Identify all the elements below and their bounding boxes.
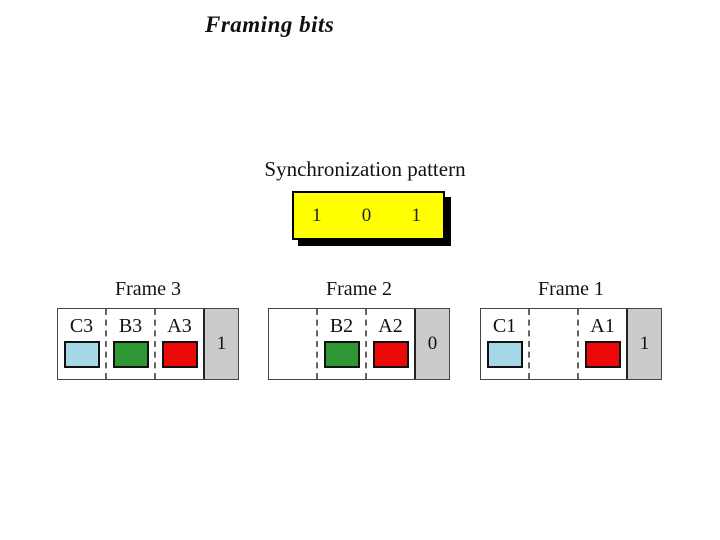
cell-label: C3 — [69, 315, 94, 337]
frame-2: Frame 2 B2 A2 0 — [268, 278, 450, 380]
frame-3-cell-a: A3 — [154, 309, 203, 379]
framing-bit-value: 1 — [639, 333, 650, 354]
frame-1-cell-c: C1 — [481, 309, 528, 379]
sample-square — [161, 341, 198, 368]
frame-1-title: Frame 1 — [537, 278, 605, 300]
sync-bit-3: 1 — [411, 204, 422, 226]
cell-label: C1 — [492, 315, 517, 337]
frame-1-framing-bit-cell: 1 — [626, 309, 661, 379]
cell-label: A2 — [378, 315, 403, 337]
sample-square — [112, 341, 149, 368]
frame-2-cell-b: B2 — [316, 309, 365, 379]
frame-2-cell-c — [269, 309, 316, 379]
cell-label: B3 — [118, 315, 143, 337]
frame-2-box: B2 A2 0 — [268, 308, 450, 380]
frame-1-box: C1 A1 1 — [480, 308, 662, 380]
frame-2-cell-a: A2 — [365, 309, 414, 379]
frame-3-cell-b: B3 — [105, 309, 154, 379]
sync-pattern-label: Synchronization pattern — [264, 157, 466, 181]
frame-3-cell-c: C3 — [58, 309, 105, 379]
frame-1: Frame 1 C1 A1 1 — [480, 278, 662, 380]
frame-1-cell-b — [528, 309, 577, 379]
framing-bit-value: 0 — [427, 333, 438, 354]
sync-pattern-box: 1 0 1 — [292, 191, 445, 240]
sync-bit-2: 0 — [361, 204, 372, 226]
frame-3-title: Frame 3 — [114, 278, 182, 300]
sample-square — [486, 341, 523, 368]
frame-3-box: C3 B3 A3 1 — [57, 308, 239, 380]
sync-bit-1: 1 — [312, 204, 322, 226]
cell-label: A1 — [590, 315, 615, 337]
framing-bit-value: 1 — [216, 333, 227, 354]
frame-2-framing-bit-cell: 0 — [414, 309, 449, 379]
frame-1-cell-a: A1 — [577, 309, 626, 379]
frame-2-title: Frame 2 — [325, 278, 393, 300]
sample-square — [63, 341, 100, 368]
page-title: Framing bits — [205, 12, 335, 37]
sample-square — [323, 341, 360, 368]
cell-label: A3 — [167, 315, 192, 337]
cell-label: B2 — [329, 315, 354, 337]
frame-3: Frame 3 C3 B3 A3 1 — [57, 278, 239, 380]
frame-3-framing-bit-cell: 1 — [203, 309, 238, 379]
sample-square — [372, 341, 409, 368]
sample-square — [584, 341, 621, 368]
